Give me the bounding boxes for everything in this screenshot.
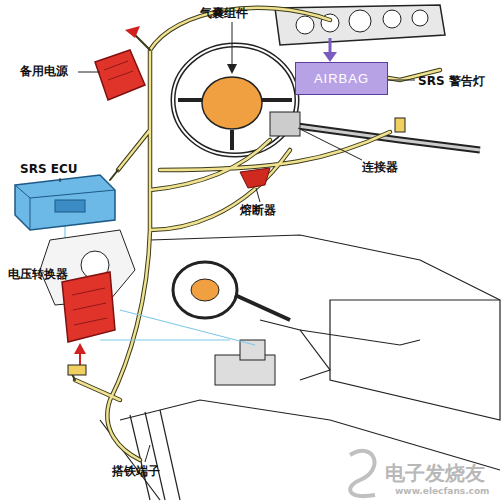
gauge (383, 10, 401, 28)
converter-arrow-head (74, 343, 86, 354)
voltage-converter (62, 272, 115, 375)
unit-detail (72, 288, 107, 325)
backup-power-unit (95, 50, 145, 100)
gauge (296, 16, 314, 34)
wheel-airbag (191, 279, 219, 301)
connector-plug (395, 118, 405, 132)
steering-shaft (235, 295, 290, 320)
car-body (100, 235, 500, 500)
leader-line (256, 188, 260, 202)
ecu-edges (15, 185, 115, 230)
indicator-arrow-head (323, 52, 337, 62)
leader-line (60, 178, 61, 182)
part-label: 搭铁端子 (112, 464, 160, 478)
part-label: 气囊组件 (200, 6, 248, 20)
srs-ecu (15, 175, 115, 230)
leader-arrow-head (227, 64, 237, 74)
wheel-rim (173, 45, 297, 155)
wheel-rim-highlight (173, 45, 297, 155)
leader-line (145, 445, 150, 462)
watermark: www.elecfans.com (395, 486, 489, 497)
part-label: 电压转换器 (8, 267, 68, 281)
leader-line (232, 22, 233, 70)
dash-panel (330, 300, 500, 420)
part-label: SRS 警告灯 (418, 74, 485, 88)
converter-unit (62, 272, 115, 342)
leader-line (388, 80, 415, 81)
backup-power (95, 50, 145, 100)
ecu-label-plate (55, 200, 85, 212)
steering-column-core (290, 125, 480, 150)
gear-top (240, 340, 265, 360)
part-label: 熔断器 (240, 203, 276, 217)
lower-steering-wheel (173, 262, 290, 320)
clock-spring (270, 112, 300, 136)
wheel-rim (173, 262, 237, 318)
part-label: 备用电源 (20, 64, 68, 78)
leader-lines (60, 22, 415, 462)
unit-detail (104, 61, 133, 80)
part-label: 连接器 (362, 160, 398, 174)
steering-gear (215, 340, 275, 385)
watermark: 电子发烧友 (385, 462, 485, 484)
ecu-box (15, 175, 115, 230)
steering-wheel (173, 45, 480, 155)
watermark-logo (350, 451, 375, 496)
logo-swoosh (350, 451, 375, 496)
steering-column (290, 125, 480, 150)
wiring-harness (70, 8, 440, 460)
gauge (412, 10, 428, 26)
leader-line (78, 72, 100, 73)
part-label: SRS ECU (20, 162, 77, 176)
leader-line (298, 128, 362, 160)
wire-core (75, 8, 440, 460)
body-line (150, 235, 500, 300)
converter-plug (68, 365, 86, 375)
wire-outline (75, 8, 440, 460)
ground-terminal-plate (130, 410, 180, 500)
warning-light-box: AIRBAG (295, 62, 388, 95)
node-text: AIRBAG (314, 71, 369, 86)
power-arrow-head (125, 26, 140, 38)
gauge (349, 10, 371, 32)
fuse (240, 168, 270, 188)
floor-line (120, 400, 500, 470)
airbag-module (202, 77, 262, 129)
pedal-bar (300, 330, 420, 345)
